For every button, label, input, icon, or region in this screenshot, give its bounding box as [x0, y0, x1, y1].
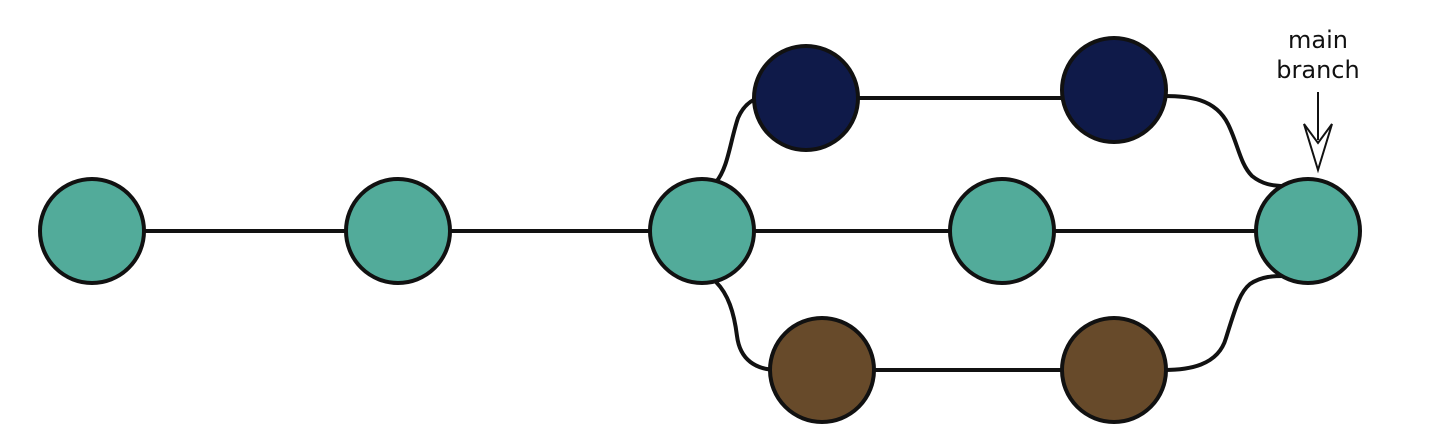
main-commit-4: [948, 177, 1056, 285]
main-commit-3: [648, 177, 756, 285]
bottom-branch-merge-edge: [1162, 274, 1287, 372]
bottom-branch-commit-1: [768, 316, 876, 424]
down-arrow-icon: [1303, 123, 1333, 174]
top-branch-commit-2: [1060, 36, 1168, 144]
main-commit-2: [344, 177, 452, 285]
bottom-branch-commit-2: [1060, 316, 1168, 424]
main-commit-1: [38, 177, 146, 285]
main-branch-label-line-1: main: [1288, 26, 1348, 54]
bottom-branch-fork-edge: [714, 280, 780, 372]
main-branch-label-line-2: branch: [1276, 56, 1359, 84]
main-commit-5: [1254, 177, 1362, 285]
top-branch-commit-1: [752, 44, 860, 152]
top-branch-merge-edge: [1162, 94, 1287, 188]
